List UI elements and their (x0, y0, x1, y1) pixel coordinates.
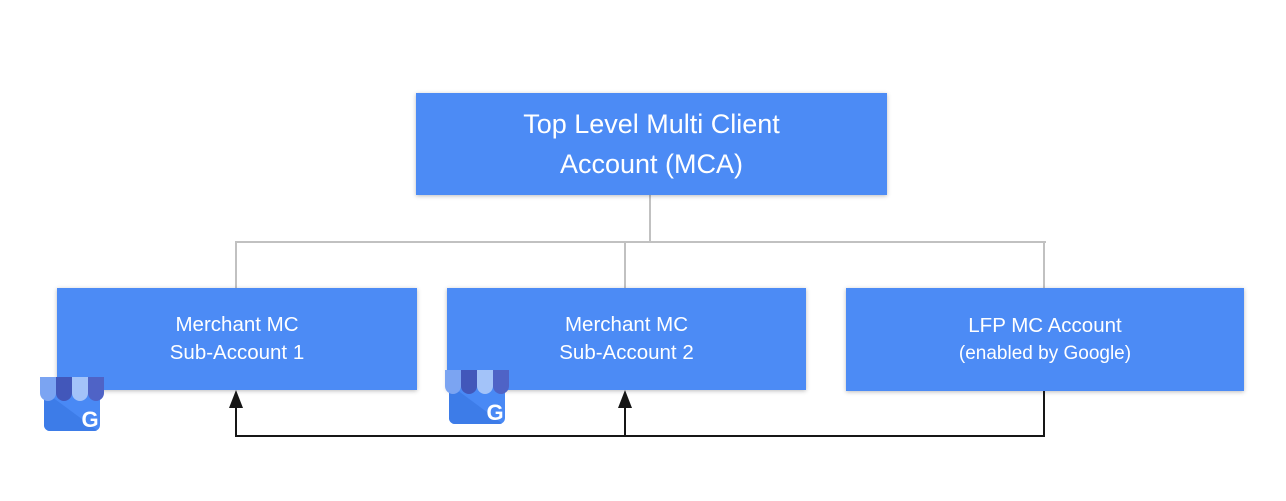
merchant-sub-account-1-label-line1: Merchant MC (175, 313, 299, 336)
lfp-account-label-line2: (enabled by Google) (958, 342, 1132, 364)
hierarchy-line-drop-sub2 (624, 241, 626, 288)
google-business-profile-icon: G (40, 377, 104, 432)
feed-line-horizontal (235, 435, 1045, 437)
root-account-box: Top Level Multi Client Account (MCA) (416, 93, 887, 195)
merchant-sub-account-2-box: Merchant MC Sub-Account 2 (447, 288, 806, 390)
merchant-sub-account-1-box: Merchant MC Sub-Account 1 (57, 288, 417, 390)
feed-arrowhead-sub1 (229, 390, 243, 408)
hierarchy-line-drop-sub1 (235, 241, 237, 288)
feed-line-up-sub2 (624, 402, 626, 437)
feed-line-up-sub1 (235, 402, 237, 437)
google-business-profile-icon: G (445, 370, 509, 425)
merchant-sub-account-1-label-line2: Sub-Account 1 (169, 341, 305, 364)
merchant-sub-account-2-label-line2: Sub-Account 2 (559, 341, 694, 364)
feed-line-lfp-down (1043, 391, 1045, 437)
hierarchy-line-root-drop (649, 195, 651, 243)
hierarchy-line-drop-lfp (1043, 241, 1045, 288)
gmb-icon-letter: G (81, 407, 98, 432)
lfp-account-label-line1: LFP MC Account (968, 313, 1122, 337)
root-account-label-line1: Top Level Multi Client (523, 109, 780, 139)
hierarchy-line-horizontal (235, 241, 1046, 243)
root-account-label-line2: Account (MCA) (559, 149, 744, 179)
gmb-icon-letter: G (486, 400, 503, 425)
feed-arrowhead-sub2 (618, 390, 632, 408)
merchant-sub-account-2-label-line1: Merchant MC (564, 313, 689, 336)
lfp-account-box: LFP MC Account (enabled by Google) (846, 288, 1244, 391)
